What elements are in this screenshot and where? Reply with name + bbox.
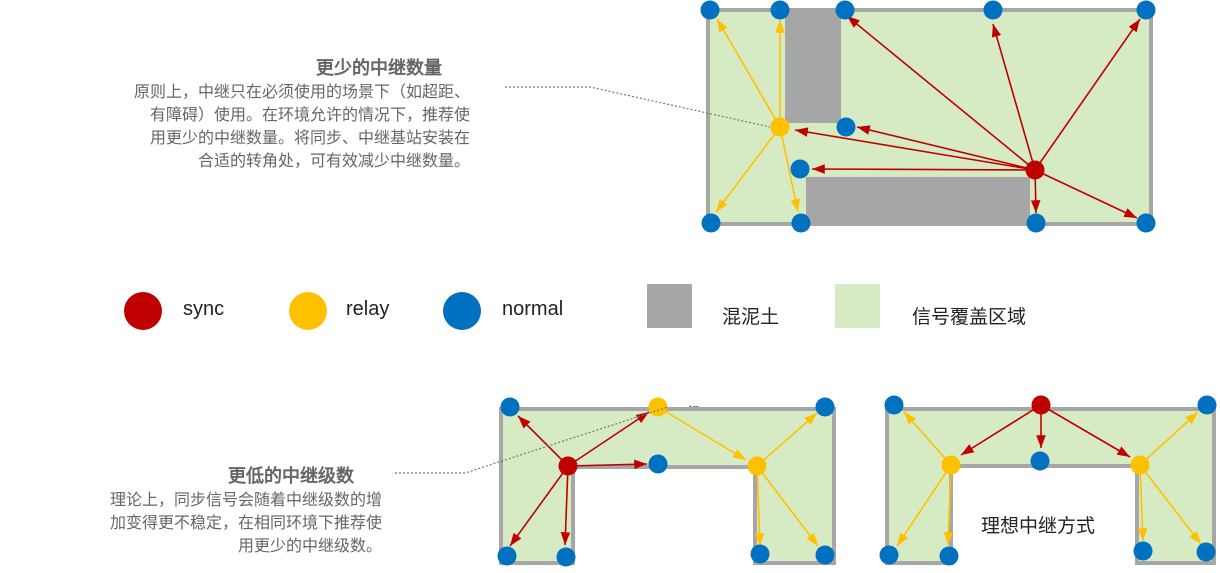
bottom-left-sync-links [509,411,650,547]
bottom-note-body: 理论上，同步信号会随着中继级数的增 加变得更不稳定，在相同环境下推荐使 用更少的… [20,488,382,557]
normal-node [770,0,790,20]
legend [124,284,880,330]
legend-normal-icon [443,292,481,330]
normal-node [1026,213,1046,233]
normal-node [836,117,856,137]
legend-concrete-label: 混泥土 [722,306,780,328]
normal-node [815,397,835,417]
bottom-left-building [499,407,836,565]
legend-relay-label: relay [346,298,390,320]
normal-node [500,397,520,417]
top-sync-links [794,15,1141,219]
sync-node [1031,395,1051,415]
normal-node [835,0,855,20]
top-note-line: 用更少的中继数量。将同步、中继基站安装在 [149,128,470,147]
bottom-note-line: 理论上，同步信号会随着中继级数的增 [109,490,382,509]
normal-node [939,546,959,566]
normal-node [556,547,576,567]
normal-node [648,454,668,474]
normal-node [983,0,1003,20]
bottom-right-nodes [879,395,1217,566]
normal-node [1030,451,1050,471]
top-note-line: 原则上，中继只在必须使用的场景下（如超距、 [133,82,470,101]
normal-node [1136,213,1156,233]
bottom-callout-line [395,406,669,474]
relay-node [1130,455,1150,475]
concrete-block [806,177,1030,226]
bottom-note-line: 用更少的中继级数。 [237,536,382,555]
legend-normal-label: normal [502,298,564,320]
normal-node [497,546,517,566]
legend-sync-label: sync [183,298,225,320]
legend-coverage-swatch [835,284,880,328]
relay-node [941,455,961,475]
normal-node [701,213,721,233]
sync-node [1025,160,1045,180]
bottom-note-line: 加变得更不稳定，在相同环境下推荐使 [109,513,382,532]
legend-relay-icon [289,292,327,330]
normal-node [879,545,899,565]
relay-node [648,397,668,417]
bottom-left-nodes [497,397,835,567]
normal-node [1196,542,1216,562]
normal-node [1197,395,1217,415]
top-note-line: 有障碍）使用。在环境允许的情况下，推荐使 [149,105,470,124]
normal-node [700,0,720,20]
normal-node [815,545,835,565]
ideal-caption: 理想中继方式 [981,515,1096,537]
top-note-line: 合适的转角处，可有效减少中继数量。 [197,151,470,170]
normal-node [790,159,810,179]
top-building [706,8,1153,226]
top-relay-links [715,18,801,213]
normal-node [884,395,904,415]
legend-concrete-swatch [647,284,692,328]
sync-node [558,456,578,476]
top-note-body: 原则上，中继只在必须使用的场景下（如超距、 有障碍）使用。在环境允许的情况下，推… [44,80,470,172]
relay-node [770,117,790,137]
normal-node [750,544,770,564]
relay-node [747,456,767,476]
top-callout-line [505,86,771,128]
top-note-title: 更少的中继数量 [316,58,442,79]
normal-node [1136,0,1156,20]
legend-coverage-label: 信号覆盖区域 [912,306,1027,328]
legend-sync-icon [124,292,162,330]
concrete-block [785,10,841,123]
top-nodes [700,0,1156,233]
bottom-right-relay-links [896,411,1202,547]
normal-node [1133,541,1153,561]
bottom-left-relay-links [657,406,819,547]
bottom-note-title: 更低的中继级数 [228,466,354,487]
normal-node [791,213,811,233]
